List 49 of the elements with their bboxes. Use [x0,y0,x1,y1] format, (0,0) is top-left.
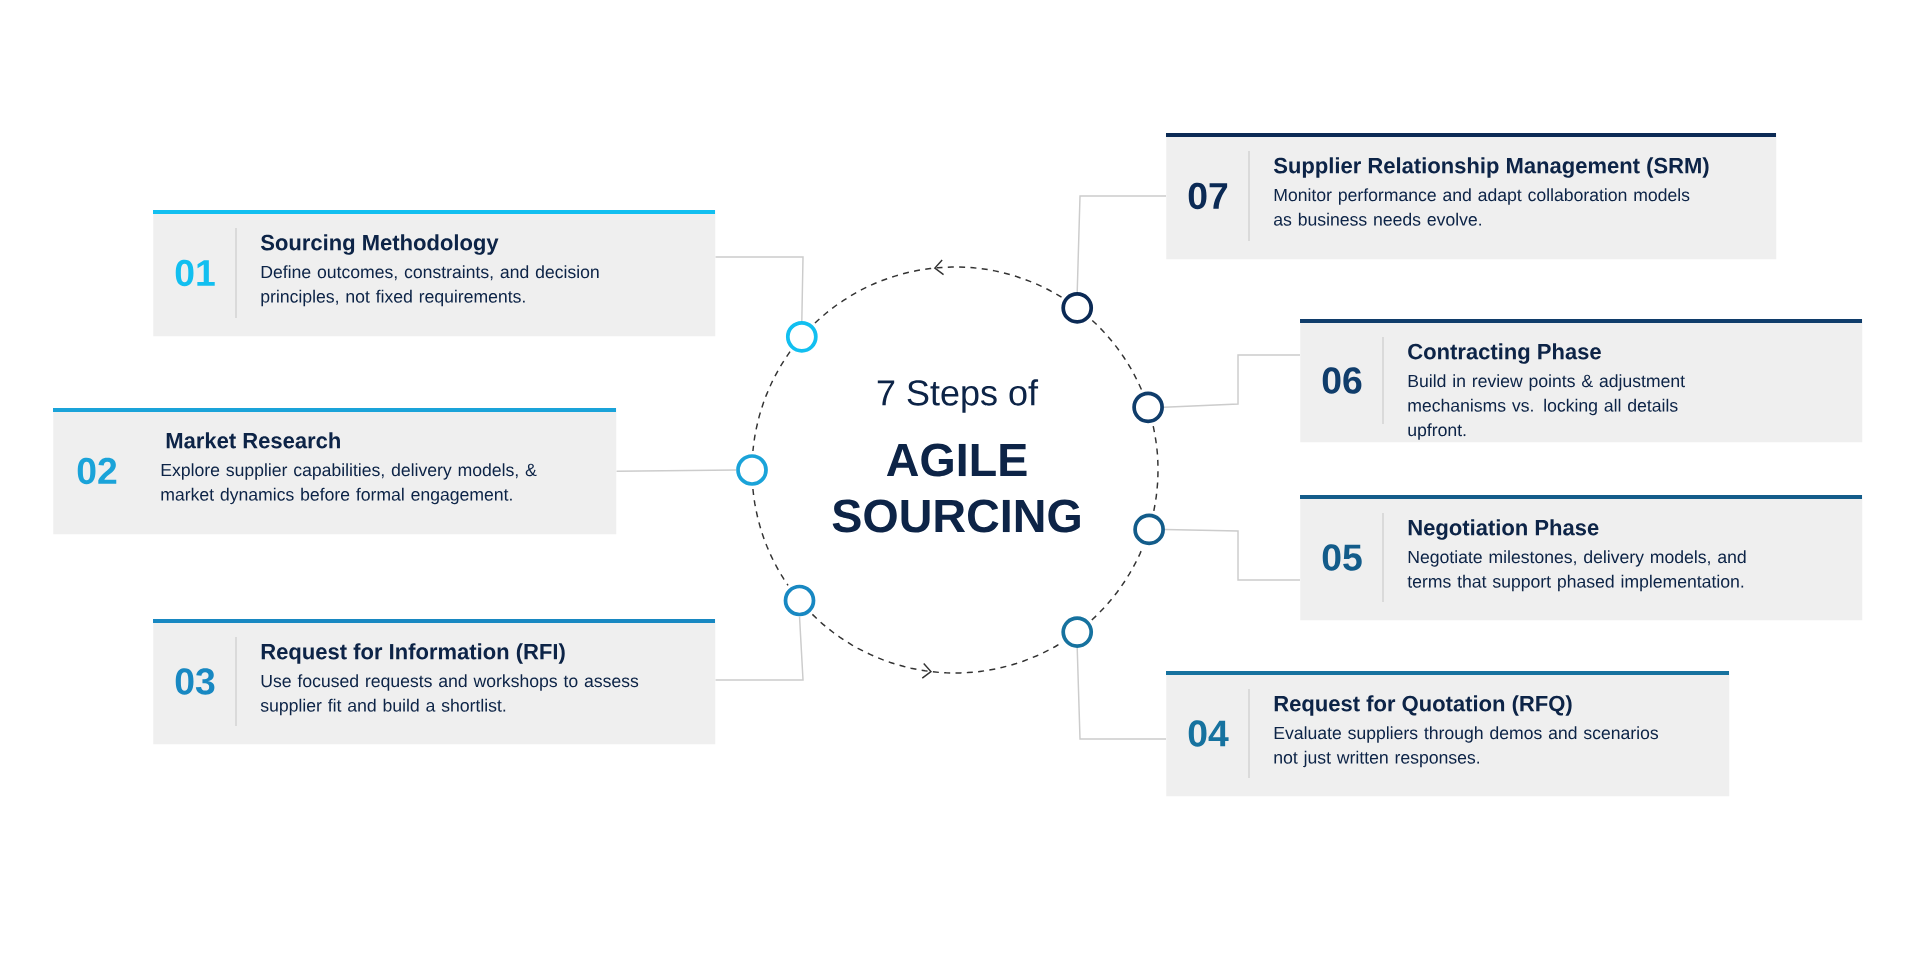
step-marker [1132,391,1164,424]
step-marker [1061,292,1094,324]
connector-line [714,256,804,322]
step-card [153,619,716,745]
cycle-arc [1091,319,1143,391]
connector-line [714,615,804,681]
step-card [53,408,617,535]
step-number: 05 [1322,544,1362,571]
step-description: Define outcomes, constraints, and decision principles, not fixed requirements. [261,265,599,307]
step-card [1166,671,1730,797]
connector-line [615,469,737,472]
step-card [1166,133,1777,260]
step-heading: Request for Quotation (RFQ) [1274,695,1572,716]
step-number: 07 [1188,182,1228,210]
cycle-arc [814,259,1063,324]
step-number: 06 [1322,367,1362,394]
step-card [1300,495,1863,621]
step-marker [736,454,768,486]
step-number: 04 [1188,720,1229,747]
cycle-arc [1152,424,1159,512]
step-marker [1133,513,1165,546]
step-number: 01 [175,259,215,287]
step-description: Evaluate suppliers through demos and scenarios not just written responses. [1274,726,1659,768]
step-heading: Market Research [166,432,340,449]
connector-line [1076,195,1167,293]
connector-line [1164,528,1301,581]
step-number: 02 [77,457,117,485]
step-number: 03 [175,668,215,695]
step-description: Build in review points & adjustment mechanisms vs. locking all details upfront. [1408,374,1685,440]
step-heading: Sourcing Methodology [260,234,499,255]
step-description: Explore supplier capabilities, delivery models, & market dynamics before formal engagement. [161,463,537,505]
connector-line [1163,354,1301,409]
step-description: Negotiate milestones, delivery models, and terms that support phased implementation. [1407,550,1746,592]
step-heading: Negotiation Phase [1408,519,1599,540]
cycle-arc [752,350,791,452]
step-heading: Supplier Relationship Management (SRM) [1273,157,1709,178]
step-heading: Request for Information (RFI) [261,643,565,664]
title: 7 Steps of [877,379,1039,413]
step-marker [1061,616,1094,648]
cycle-arc [752,488,789,587]
step-description: Use focused requests and workshops to assess supplier fit and build a shortlist. [260,674,639,716]
step-heading: Contracting Phase [1408,343,1601,364]
step-card [153,210,716,337]
connector-line [1076,647,1167,740]
step-description: Monitor performance and adapt collaboration models as business needs evolve. [1274,188,1690,226]
step-marker [785,320,818,353]
step-marker [783,584,816,617]
step-card [1300,319,1863,443]
heading-text: AGILE SOURCING [832,443,1080,533]
